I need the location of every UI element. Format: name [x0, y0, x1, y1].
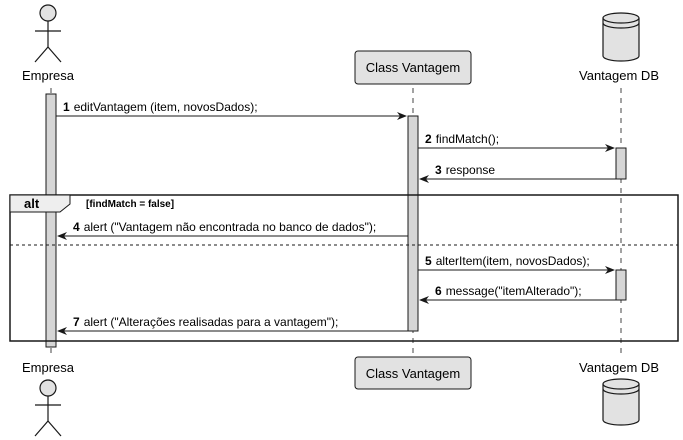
actor-empresa-label-top: Empresa [22, 68, 75, 83]
participant-box-class-top [354, 50, 472, 85]
actor-empresa-bottom [34, 379, 62, 437]
actor-empresa-label-bottom: Empresa [22, 360, 75, 375]
activation-db-1 [615, 147, 627, 180]
database-label-bottom: Vantagem DB [579, 360, 659, 375]
database-icon-bottom [602, 378, 640, 426]
participant-class-label-bottom: Class Vantagem [366, 366, 460, 381]
alt-fragment [9, 194, 679, 342]
database-label-top: Vantagem DB [579, 68, 659, 83]
activation-empresa [45, 93, 57, 348]
participant-box-class-bottom [354, 356, 472, 390]
database-icon-top [602, 12, 640, 62]
alt-operator-label: alt [24, 196, 40, 211]
alt-guard-label: [findMatch = false] [86, 199, 174, 210]
participant-class-label-top: Class Vantagem [366, 60, 460, 75]
actor-empresa-top [34, 4, 62, 63]
activation-db-2 [615, 269, 627, 301]
alt-fragment-tab [9, 194, 71, 213]
activation-class-vantagem [407, 115, 419, 332]
